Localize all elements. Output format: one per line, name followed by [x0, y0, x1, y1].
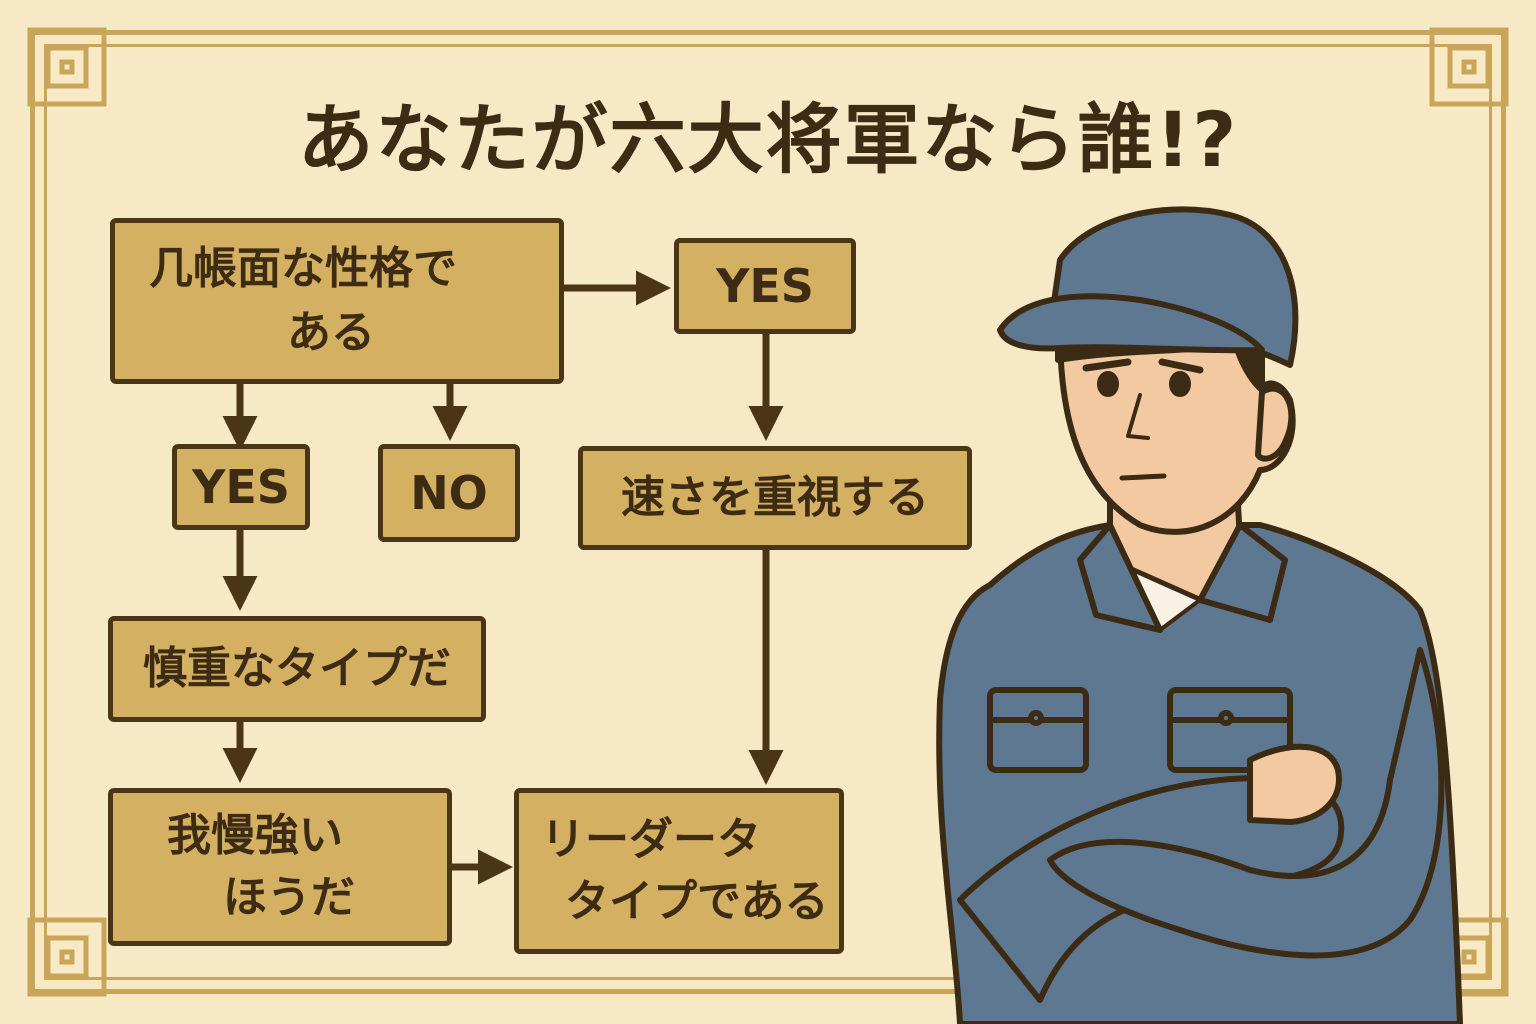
corner-ornament-bottom-left	[27, 917, 107, 997]
question-careful-type: 慎重なタイプだ	[108, 616, 486, 722]
question-speed: 速さを重視する	[578, 446, 972, 550]
inner-frame	[44, 44, 1492, 980]
corner-ornament-top-left	[27, 27, 107, 107]
cap-brim	[997, 293, 1265, 354]
mouth	[1119, 473, 1167, 481]
question-line-1: 我慢強い	[167, 810, 343, 861]
arm-upper	[1047, 647, 1445, 959]
corner-ornament-top-right	[1429, 27, 1509, 107]
ear	[1255, 385, 1295, 462]
question-neat-personality: 几帳面な性格で ある	[110, 218, 564, 384]
question-patient: 我慢強い ほうだ	[108, 788, 452, 946]
eye-left	[1097, 371, 1119, 397]
question-line-2: ある	[287, 307, 375, 358]
outer-frame	[30, 30, 1506, 994]
result-line-2: タイプである	[565, 876, 829, 927]
question-line-2: ほうだ	[223, 872, 355, 923]
collar-right	[1197, 522, 1288, 623]
hand	[1247, 743, 1342, 825]
result-leader-type: リーダータ タイプである	[514, 788, 844, 954]
soldier-illustration	[936, 206, 1463, 1024]
question-line-1: 几帳面な性格で	[149, 243, 457, 294]
nose	[1126, 393, 1150, 440]
pocket-left	[987, 687, 1089, 773]
yes-left-box: YES	[172, 444, 310, 530]
no-box: NO	[378, 444, 520, 542]
pocket-right	[1167, 687, 1293, 773]
yes-right-box: YES	[674, 238, 856, 334]
result-line-1: リーダータ	[541, 814, 761, 865]
brow-right	[1158, 358, 1204, 374]
eye-right	[1169, 371, 1191, 397]
brow-left	[1082, 358, 1132, 372]
page-title: あなたが六大将軍なら誰!?	[297, 95, 1239, 184]
collar-left	[1077, 522, 1163, 633]
